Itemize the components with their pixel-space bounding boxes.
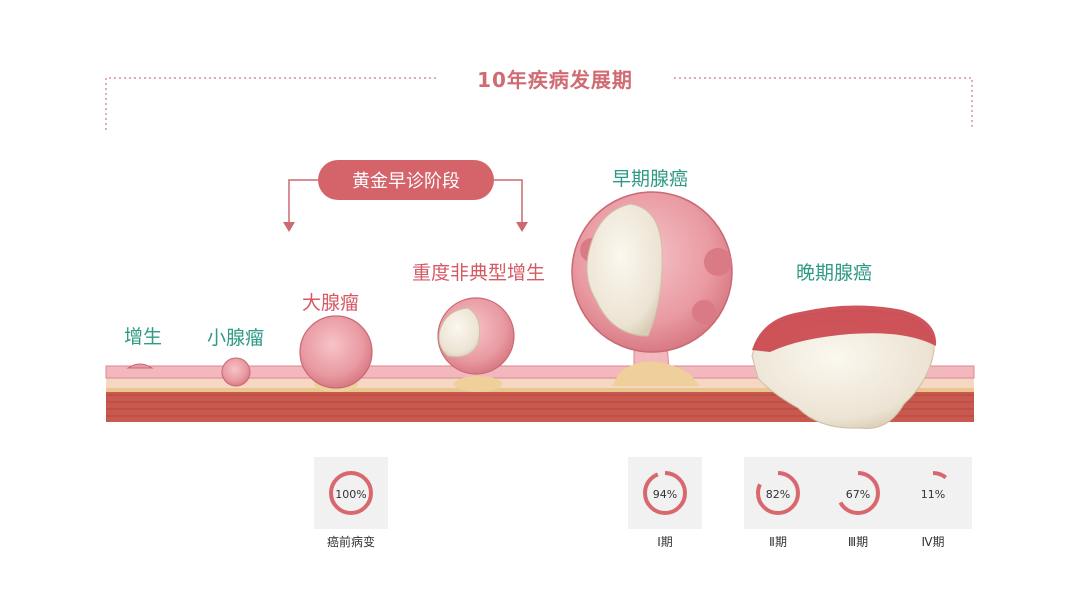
rate-panel-precancer — [314, 457, 388, 529]
rate-text-precancer: 100% — [335, 488, 367, 501]
rate-label-precancer: 癌前病变 — [326, 535, 375, 549]
stage-label-hyperplasia: 增生 — [124, 326, 163, 348]
page-title: 10年疾病发展期 — [477, 68, 633, 92]
golden-period-bracket — [283, 179, 528, 232]
stage-label-atypical-hyperplasia: 重度非典型增生 — [412, 262, 546, 284]
stage-label-large-adenoma: 大腺瘤 — [302, 292, 360, 314]
small-adenoma — [221, 357, 251, 387]
rate-text-stage2: 82% — [765, 488, 791, 501]
rate-label-stage4: Ⅳ期 — [921, 535, 945, 549]
ring-stage1 — [643, 471, 687, 515]
ring-stage3 — [836, 471, 880, 515]
rate-label-stage3: Ⅲ期 — [847, 535, 869, 549]
rate-panel-stage1 — [628, 457, 702, 529]
hyperplasia-bump — [126, 363, 154, 369]
rate-panel-stages2-4 — [744, 457, 972, 529]
rate-label-stage1: Ⅰ期 — [657, 535, 673, 549]
ring-stage2 — [756, 471, 800, 515]
golden-period-label: 黄金早诊阶段 — [318, 160, 494, 200]
stage-label-small-adenoma: 小腺瘤 — [207, 327, 265, 349]
rate-text-stage1: 94% — [652, 488, 678, 501]
large-adenoma — [299, 315, 373, 389]
ring-stage4 — [911, 471, 955, 515]
timeline-frame — [105, 77, 973, 130]
ring-precancer — [329, 471, 373, 515]
stage-label-late-adenocarcinoma: 晚期腺癌 — [796, 262, 873, 284]
rate-text-stage4: 11% — [920, 488, 946, 501]
rate-text-stage3: 67% — [845, 488, 871, 501]
colon-illustration — [105, 191, 975, 429]
rate-label-stage2: Ⅱ期 — [769, 535, 787, 549]
stage-label-early-adenocarcinoma: 早期腺癌 — [612, 168, 689, 190]
